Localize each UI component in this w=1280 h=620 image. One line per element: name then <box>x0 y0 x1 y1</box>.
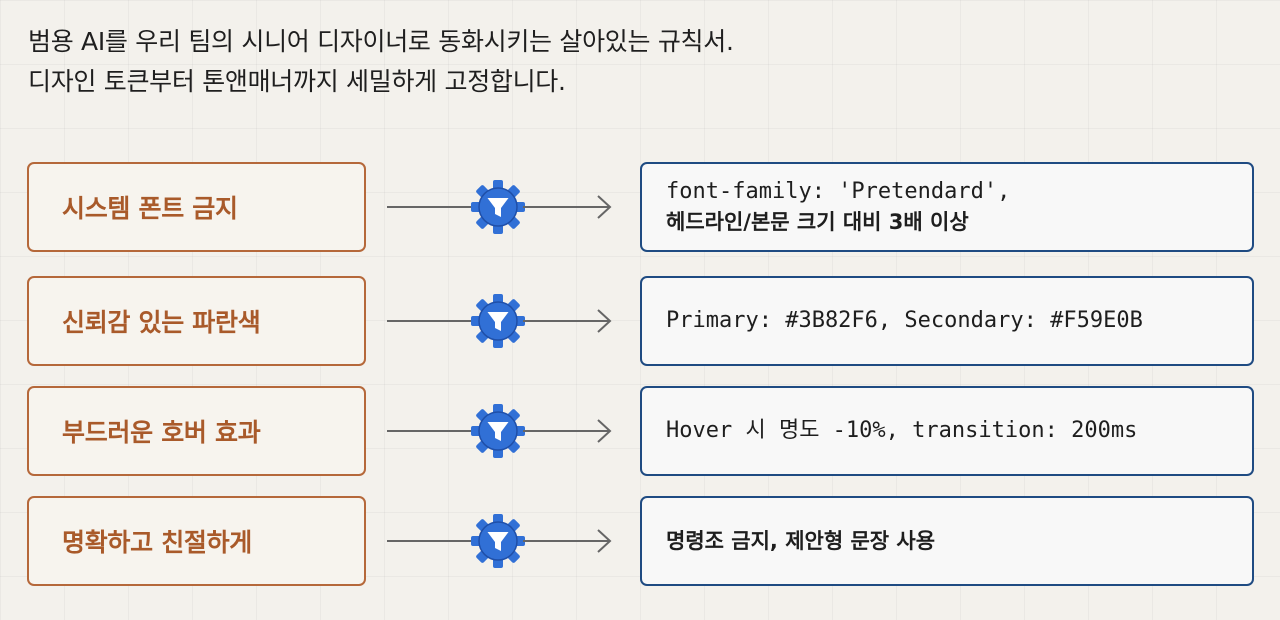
rule-label: 시스템 폰트 금지 <box>62 194 238 223</box>
arrow-right-icon <box>597 529 612 553</box>
intro-text: 범용 AI를 우리 팀의 시니어 디자이너로 동화시키는 살아있는 규칙서. 디… <box>28 22 1248 102</box>
token-box: Hover 시 명도 -10%, transition: 200ms <box>640 386 1254 476</box>
gear-filter-icon <box>470 513 526 569</box>
connector <box>387 179 612 235</box>
token-box: font-family: 'Pretendard', 헤드라인/본문 크기 대비… <box>640 162 1254 252</box>
token-line: font-family: 'Pretendard', <box>666 179 1011 204</box>
connector <box>387 513 612 569</box>
connector <box>387 293 612 349</box>
rule-box: 신뢰감 있는 파란색 <box>27 276 366 366</box>
token-box: Primary: #3B82F6, Secondary: #F59E0B <box>640 276 1254 366</box>
gear-filter-icon <box>470 179 526 235</box>
rule-label: 신뢰감 있는 파란색 <box>62 308 261 337</box>
mapping-row: 부드러운 호버 효과 Hover 시 명도 -10%, transition: … <box>0 386 1280 476</box>
arrow-right-icon <box>597 309 612 333</box>
intro-line-1: 범용 AI를 우리 팀의 시니어 디자이너로 동화시키는 살아있는 규칙서. <box>28 27 734 56</box>
rule-label: 부드러운 호버 효과 <box>62 418 261 447</box>
mapping-row: 시스템 폰트 금지 font-family: 'Pretendard', 헤드라… <box>0 162 1280 252</box>
rule-box: 부드러운 호버 효과 <box>27 386 366 476</box>
connector <box>387 403 612 459</box>
rule-label: 명확하고 친절하게 <box>62 528 253 557</box>
rule-box: 시스템 폰트 금지 <box>27 162 366 252</box>
arrow-right-icon <box>597 195 612 219</box>
gear-filter-icon <box>470 403 526 459</box>
gear-filter-icon <box>470 293 526 349</box>
token-line: 명령조 금지, 제안형 문장 사용 <box>666 529 936 553</box>
mapping-row: 명확하고 친절하게 명령조 금지, 제안형 문장 사용 <box>0 496 1280 586</box>
token-line: 헤드라인/본문 크기 대비 3배 이상 <box>666 210 969 234</box>
mapping-row: 신뢰감 있는 파란색 Primary: #3B82F6, Secondary: … <box>0 276 1280 366</box>
arrow-right-icon <box>597 419 612 443</box>
token-line: Primary: #3B82F6, Secondary: #F59E0B <box>666 308 1143 333</box>
token-line: Hover 시 명도 -10%, transition: 200ms <box>666 418 1138 443</box>
rule-box: 명확하고 친절하게 <box>27 496 366 586</box>
token-box: 명령조 금지, 제안형 문장 사용 <box>640 496 1254 586</box>
intro-line-2: 디자인 토큰부터 톤앤매너까지 세밀하게 고정합니다. <box>28 67 566 96</box>
